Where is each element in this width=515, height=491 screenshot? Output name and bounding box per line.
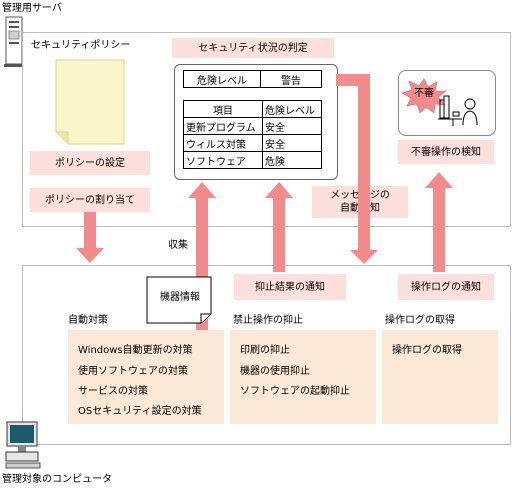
list-item: ソフトウェアの起動抑止 [240, 386, 350, 397]
arrow-device-info-up [188, 182, 216, 335]
arrow-suppress-up [265, 182, 293, 272]
arrow-policy-down [76, 212, 104, 263]
device-info-note: 機器情報 [146, 276, 212, 324]
suppress-notify-box: 抑止結果の通知 [234, 274, 346, 300]
risk-judgement-panel: 危険レベル 警告 項目 危険レベル 更新プログラム 安全 ウィルス対策 安全 ソ… [174, 64, 338, 180]
list-item: サービスの対策 [78, 386, 148, 397]
person-at-desk-icon [436, 92, 482, 128]
risk-level-value: 警告 [260, 70, 322, 88]
oplog-title: 操作ログの取得 [385, 315, 455, 326]
arrow-message-notify [336, 74, 378, 264]
oplog-notify-box: 操作ログの通知 [398, 274, 494, 300]
list-item: 使用ソフトウェアの対策 [78, 366, 188, 377]
table-row: 更新プログラム 安全 [183, 117, 322, 135]
list-item: 機器の使用抑止 [240, 366, 310, 377]
auto-measures-box: Windows自動更新の対策 使用ソフトウェアの対策 サービスの対策 OSセキュ… [68, 330, 224, 424]
table-row: ソフトウェア 危険 [183, 151, 322, 169]
suspicious-badge-text: 不審 [414, 88, 434, 99]
managed-computer-label: 管理対象のコンピュータ [2, 474, 112, 485]
list-item: 印刷の抑止 [240, 345, 290, 356]
risk-summary-table: 危険レベル 警告 [183, 70, 322, 88]
suppress-title: 禁止操作の抑止 [233, 315, 303, 326]
alert-starburst-icon [400, 78, 448, 114]
oplog-box: 操作ログの取得 [382, 330, 498, 424]
security-policy-label: セキュリティポリシー [31, 40, 131, 51]
computer-icon [4, 420, 44, 470]
table-row: ウィルス対策 安全 [183, 134, 322, 152]
row-risk: 危険 [262, 151, 322, 169]
auto-measures-title: 自動対策 [68, 315, 108, 326]
admin-server-label: 管理用サーバ [2, 3, 62, 14]
list-item: Windows自動更新の対策 [78, 345, 193, 356]
document-icon [54, 58, 126, 146]
policy-assign-box[interactable]: ポリシーの割り当て [30, 188, 150, 212]
collection-label: 収集 [168, 240, 188, 251]
suppress-box: 印刷の抑止 機器の使用抑止 ソフトウェアの起動抑止 [230, 330, 376, 424]
device-info-label: 機器情報 [160, 292, 200, 303]
security-status-box: セキュリティ状況の判定 [172, 38, 334, 58]
list-item: 操作ログの取得 [392, 345, 462, 356]
list-item: OSセキュリティ設定の対策 [78, 406, 202, 417]
policy-setting-box[interactable]: ポリシーの設定 [30, 151, 150, 175]
arrow-oplog-up [425, 172, 453, 272]
server-icon [4, 16, 24, 68]
risk-detail-table: 項目 危険レベル 更新プログラム 安全 ウィルス対策 安全 ソフトウェア 危険 [183, 100, 322, 169]
suspicious-detect-box: 不審操作の検知 [398, 140, 494, 164]
